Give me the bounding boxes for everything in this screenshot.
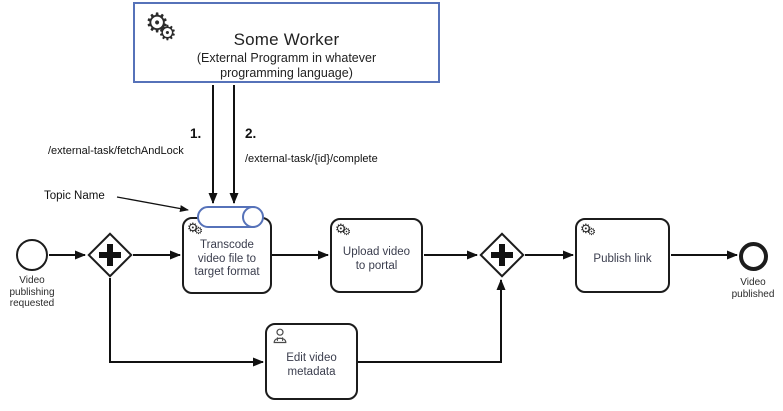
task-label: Publish link [593,252,652,265]
start-event-label: Video publishing requested [9,275,55,309]
gateway-plus-icon [499,244,505,266]
gears-icon: ⚙ ⚙ [145,8,177,45]
topic-queue-pill[interactable] [197,205,264,228]
worker-subtitle: (External Programm in whatever programmi… [196,51,377,80]
flow-edit-to-join [358,279,506,363]
service-task-gears-icon: ⚙ ⚙ [580,221,596,238]
gateway-plus-icon [107,244,113,266]
topic-name-arrow [116,196,189,213]
task-label: Transcode video file to target format [194,239,260,279]
task-label: Edit video metadata [286,351,337,378]
user-task-person-icon [272,328,288,349]
task-label: Upload video to portal [342,245,411,272]
external-worker-box[interactable]: ⚙ ⚙ Some Worker (External Programm in wh… [133,2,440,83]
topic-queue-pill-end [241,205,264,228]
end-event[interactable] [739,242,768,271]
service-task-gears-icon: ⚙ ⚙ [335,221,351,238]
step2-endpoint-path: /external-task/{id}/complete [245,153,378,165]
step1-number: 1. [190,126,202,141]
end-event-label: Video published [731,277,775,300]
topic-name-label: Topic Name [44,190,105,202]
task-publish[interactable]: ⚙ ⚙ Publish link [575,218,670,293]
step2-number: 2. [245,126,257,141]
worker-title: Some Worker [233,30,340,49]
task-transcode[interactable]: ⚙ ⚙ Transcode video file to target forma… [182,217,272,294]
service-task-gears-icon: ⚙ ⚙ [187,220,203,237]
step1-endpoint-path: /external-task/fetchAndLock [48,145,184,157]
task-upload[interactable]: ⚙ ⚙ Upload video to portal [330,218,423,293]
task-edit-metadata[interactable]: Edit video metadata [265,323,358,400]
start-event[interactable] [16,239,48,271]
flow-fork-to-edit [109,278,264,367]
